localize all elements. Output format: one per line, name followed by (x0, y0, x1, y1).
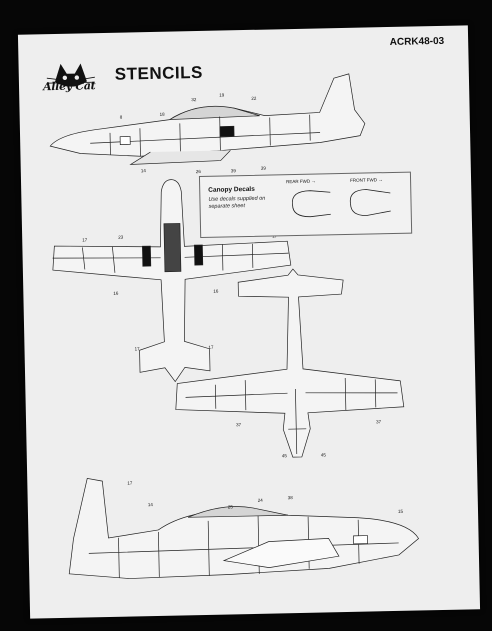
alley-cat-logo-icon (46, 63, 95, 87)
svg-text:18: 18 (160, 112, 166, 117)
svg-text:14: 14 (148, 502, 154, 507)
canopy-outline-drawing (291, 189, 391, 218)
stencil-sheet: Alley Cat STENCILS ACRK48-03 (17, 25, 481, 619)
underside-view-aircraft (175, 268, 405, 458)
svg-text:17: 17 (208, 345, 214, 350)
svg-text:16: 16 (113, 291, 119, 296)
svg-text:25: 25 (228, 504, 234, 509)
side-profile-top (49, 73, 366, 165)
svg-text:38: 38 (288, 495, 294, 500)
svg-text:14: 14 (141, 168, 147, 173)
svg-text:37: 37 (376, 419, 382, 424)
svg-text:19: 19 (219, 92, 225, 97)
canopy-decals-box: Canopy Decals Use decals supplied on sep… (198, 171, 413, 239)
svg-text:17: 17 (134, 346, 140, 351)
svg-text:23: 23 (118, 235, 124, 240)
svg-text:26: 26 (196, 169, 202, 174)
svg-text:45: 45 (321, 452, 327, 457)
svg-text:39: 39 (231, 168, 237, 173)
svg-text:8: 8 (120, 115, 123, 120)
svg-text:39: 39 (261, 166, 267, 171)
svg-text:24: 24 (258, 498, 264, 503)
aircraft-drawings: 8 18 32 19 22 14 26 39 39 17 23 25 17 16 16 17 17 37… (49, 73, 420, 579)
svg-text:17: 17 (82, 237, 88, 242)
top-view-aircraft (52, 179, 292, 383)
svg-text:22: 22 (251, 96, 257, 101)
svg-text:15: 15 (398, 509, 404, 514)
svg-text:17: 17 (127, 480, 133, 485)
side-profile-bottom (68, 478, 420, 579)
svg-text:45: 45 (282, 453, 288, 458)
svg-text:16: 16 (213, 289, 219, 294)
svg-text:37: 37 (236, 422, 242, 427)
svg-text:32: 32 (191, 97, 197, 102)
